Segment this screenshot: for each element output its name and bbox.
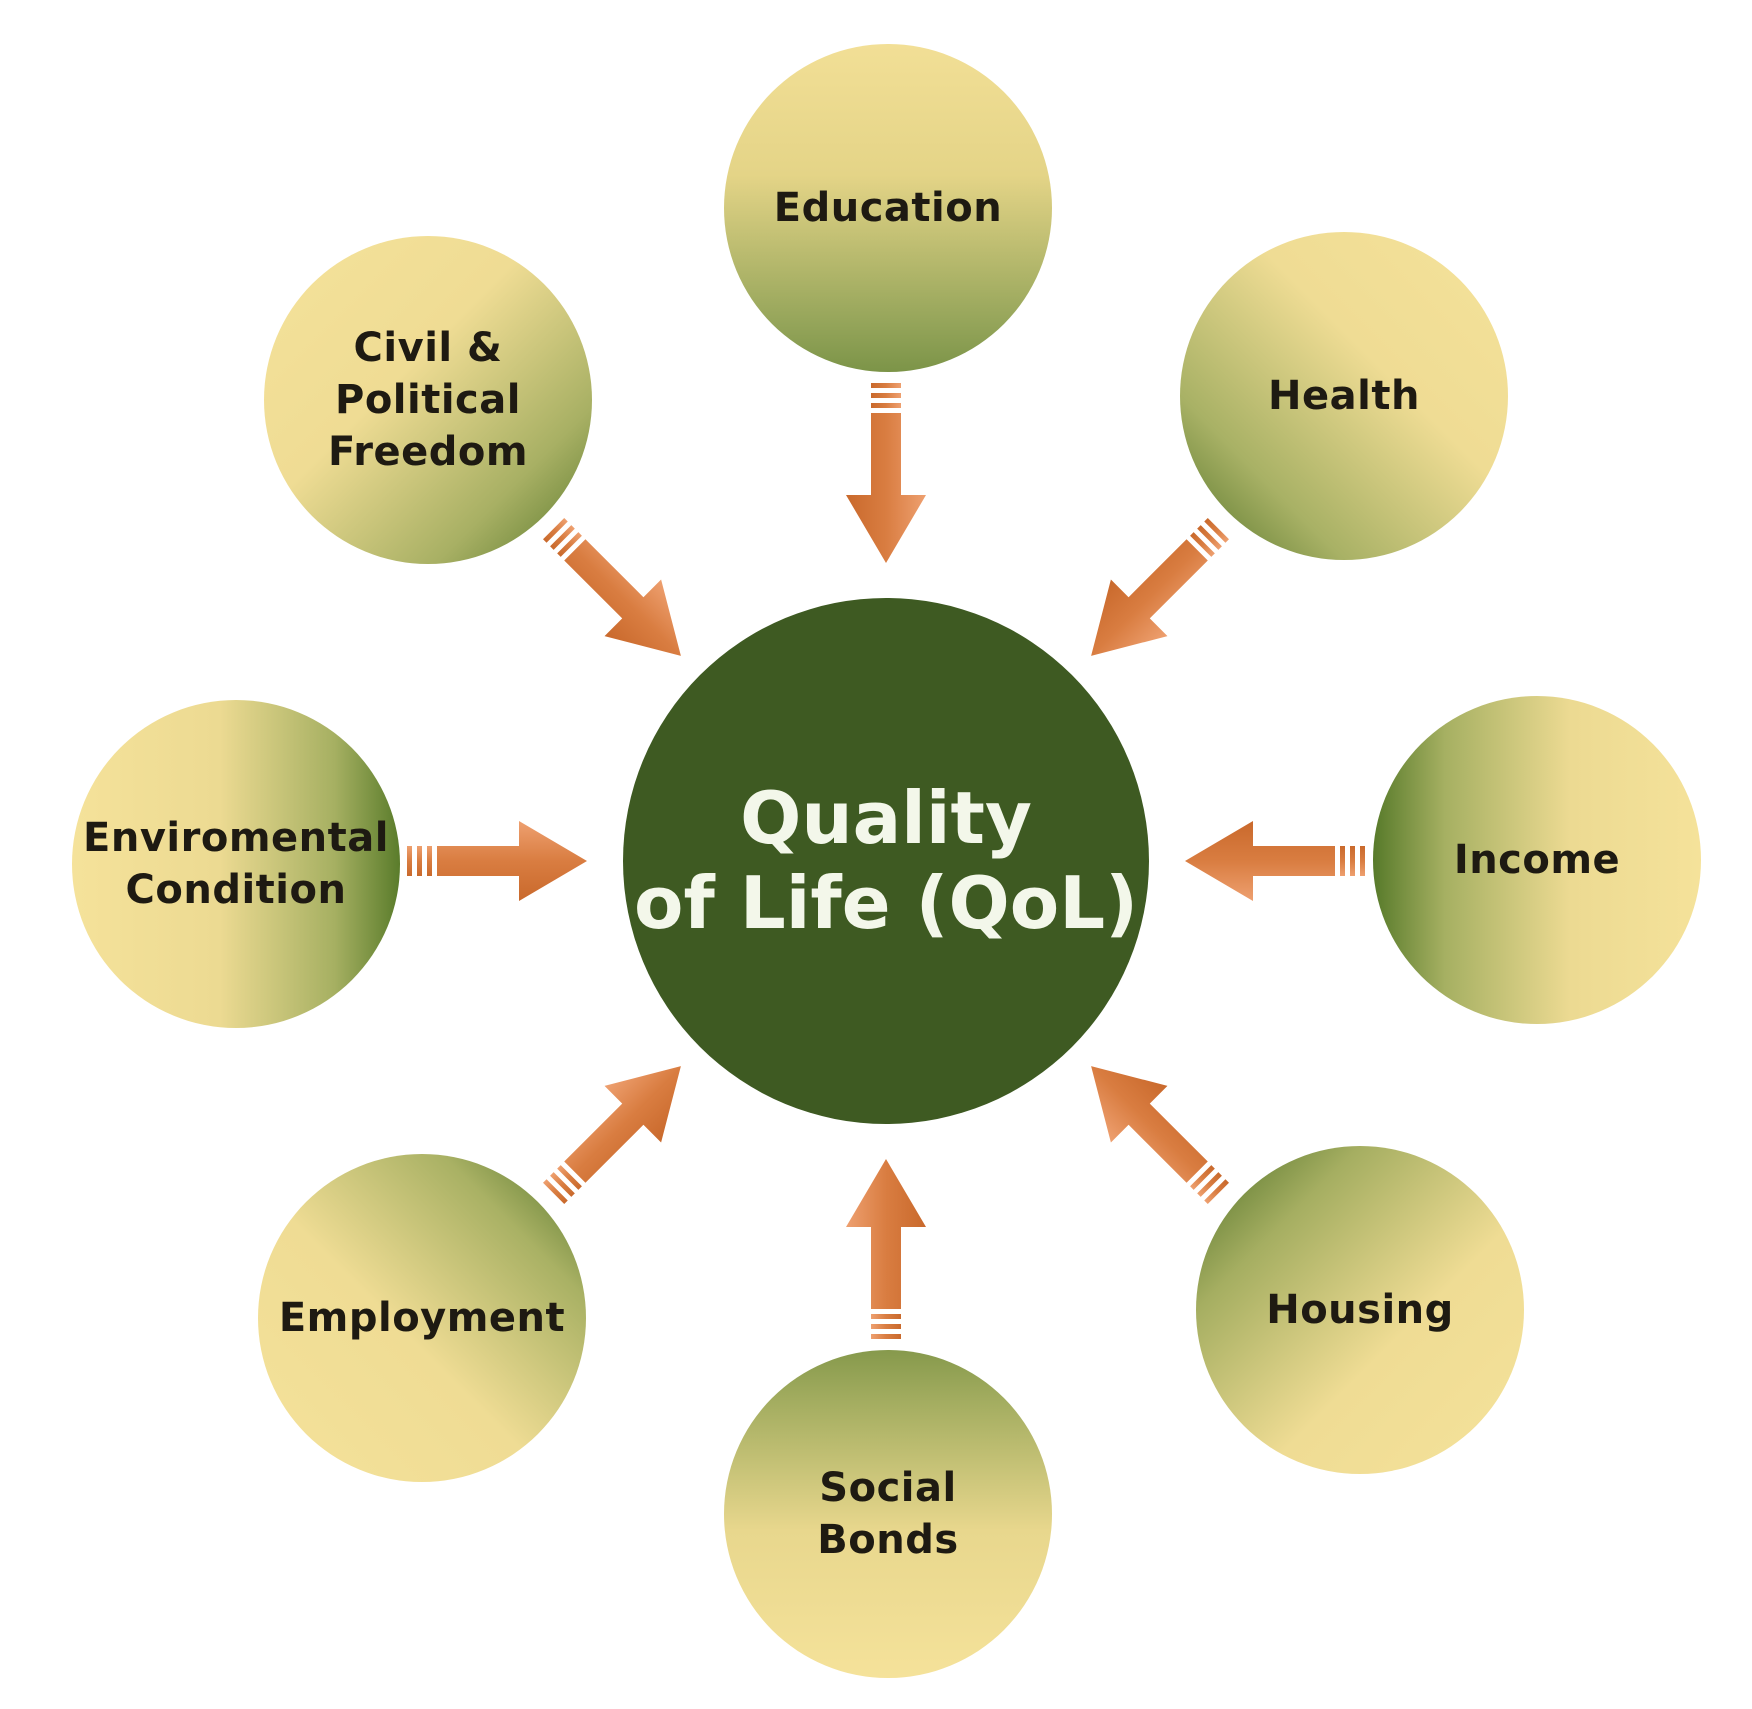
arrow-social-tail-stripe xyxy=(871,1334,901,1339)
arrow-education-tail-stripe xyxy=(871,383,901,388)
arrow-health-tail-stripe xyxy=(1204,518,1229,543)
arrow-civil-tail-stripe xyxy=(543,518,568,543)
center-qol-label: Quality of Life (QoL) xyxy=(634,776,1138,945)
factor-circle-education: Education xyxy=(724,44,1052,372)
arrow-health-tail-stripe xyxy=(1197,525,1222,550)
arrow-education-body xyxy=(846,413,926,563)
factor-circle-income: Income xyxy=(1373,696,1701,1024)
arrow-environment-tail-stripe xyxy=(407,846,412,876)
arrow-civil-body xyxy=(564,539,681,656)
center-qol-circle: Quality of Life (QoL) xyxy=(623,598,1149,1124)
arrow-housing-body xyxy=(1091,1066,1208,1183)
arrow-health-body xyxy=(1091,539,1208,656)
arrow-environment-tail-stripe xyxy=(417,846,422,876)
arrow-income-tail-stripe xyxy=(1350,846,1355,876)
factor-circle-environmental-condition: Enviromental Condition xyxy=(72,700,400,1028)
arrow-social-tail-stripe xyxy=(871,1324,901,1329)
arrow-employment xyxy=(543,1066,681,1204)
factor-circle-health: Health xyxy=(1180,232,1508,560)
arrow-income-tail-stripe xyxy=(1340,846,1345,876)
arrow-social xyxy=(846,1159,926,1339)
factor-circle-employment: Employment xyxy=(258,1154,586,1482)
factor-circle-social-bonds: Social Bonds xyxy=(724,1350,1052,1678)
arrow-civil xyxy=(543,518,681,656)
arrow-employment-tail-stripe xyxy=(543,1179,568,1204)
factor-label-education: Education xyxy=(773,185,1003,231)
arrow-income-tail-stripe xyxy=(1360,846,1365,876)
arrow-civil-tail-stripe xyxy=(557,532,582,557)
arrow-education-tail-stripe xyxy=(871,393,901,398)
arrow-environment xyxy=(407,821,587,901)
factor-label-income: Income xyxy=(1453,837,1621,883)
arrow-education-tail-stripe xyxy=(871,403,901,408)
factor-circle-housing: Housing xyxy=(1196,1146,1524,1474)
arrow-civil-tail-stripe xyxy=(550,525,575,550)
arrow-employment-tail-stripe xyxy=(550,1172,575,1197)
factor-circle-civil-political-freedom: Civil & Political Freedom xyxy=(264,236,592,564)
arrow-environment-body xyxy=(437,821,587,901)
arrow-health xyxy=(1091,518,1229,656)
arrow-employment-tail-stripe xyxy=(557,1165,582,1190)
factor-label-environmental-condition: Enviromental Condition xyxy=(83,815,389,913)
factor-label-housing: Housing xyxy=(1266,1287,1454,1333)
arrow-environment-tail-stripe xyxy=(427,846,432,876)
arrow-housing xyxy=(1091,1066,1229,1204)
arrow-education xyxy=(846,383,926,563)
arrow-income xyxy=(1185,821,1365,901)
arrow-housing-tail-stripe xyxy=(1197,1172,1222,1197)
arrow-social-body xyxy=(846,1159,926,1309)
arrow-social-tail-stripe xyxy=(871,1314,901,1319)
arrow-income-body xyxy=(1185,821,1335,901)
arrow-housing-tail-stripe xyxy=(1190,1165,1215,1190)
arrow-housing-tail-stripe xyxy=(1204,1179,1229,1204)
factor-label-social-bonds: Social Bonds xyxy=(817,1465,959,1563)
factor-label-civil-political-freedom: Civil & Political Freedom xyxy=(327,325,529,475)
factor-label-employment: Employment xyxy=(278,1295,566,1341)
arrow-health-tail-stripe xyxy=(1190,532,1215,557)
arrow-employment-body xyxy=(564,1066,681,1183)
factor-label-health: Health xyxy=(1268,373,1420,419)
